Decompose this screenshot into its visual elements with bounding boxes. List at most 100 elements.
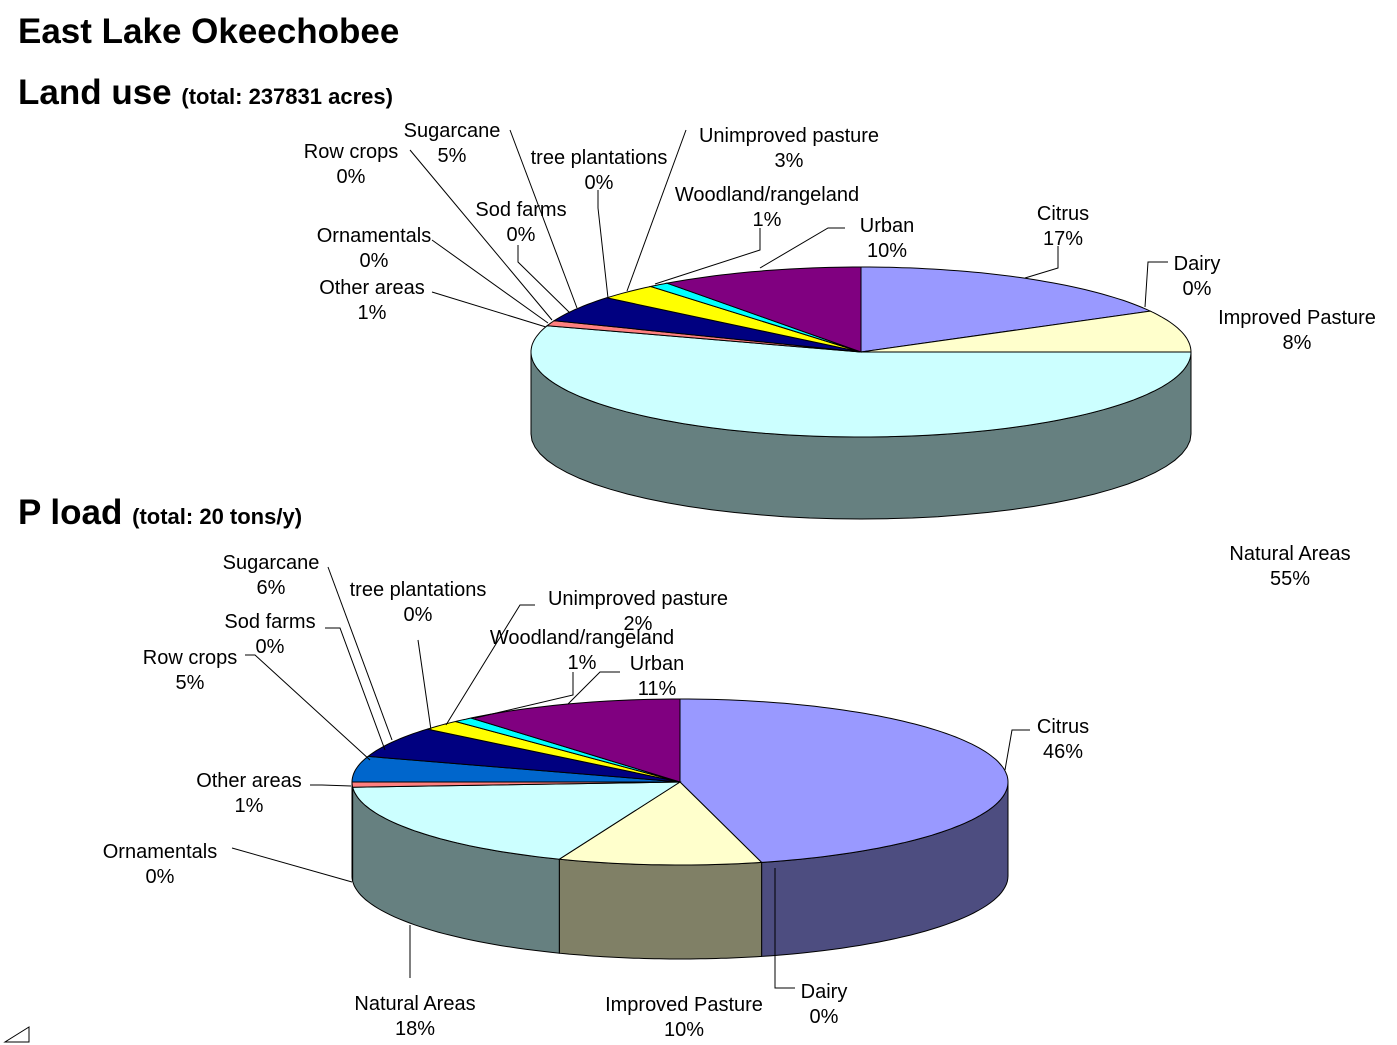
land-use-leader-other-areas bbox=[431, 291, 547, 328]
land-use-label-other-areas: Other areas bbox=[319, 277, 425, 299]
land-use-slice-improved-pasture bbox=[860, 310, 1192, 353]
land-use-pie: Citrus 17% Dairy 0% Improved Pasture 8% Natura… bbox=[304, 120, 1376, 590]
p-load-label-other-areas: Other areas bbox=[196, 770, 302, 792]
p-load-label-sugarcane: Sugarcane bbox=[223, 552, 320, 574]
p-load-label-woodland-rangeland: Woodland/rangeland bbox=[490, 627, 674, 649]
p-load-leader-woodland-rangeland bbox=[474, 672, 574, 719]
land-use-label-improved-pasture: Improved Pasture bbox=[1218, 307, 1376, 329]
p-load-slice-woodland-rangeland bbox=[455, 717, 681, 783]
land-use-leader-unimproved-pasture bbox=[626, 129, 687, 292]
land-use-label-natural-areas: Natural Areas bbox=[1229, 543, 1350, 565]
p-load-pct-urban: 11% bbox=[638, 678, 677, 700]
p-load-label-urban: Urban bbox=[630, 653, 684, 675]
p-load-leader-row-crops bbox=[245, 654, 371, 761]
land-use-label-tree-plantations: tree plantations bbox=[531, 147, 668, 169]
p-load-pct-sod-farms: 0% bbox=[256, 636, 285, 658]
land-use-slice-citrus bbox=[860, 266, 1152, 353]
p-load-slice-sugarcane bbox=[366, 728, 681, 783]
p-load-pct-natural-areas: 18% bbox=[395, 1018, 435, 1040]
p-load-pie: Citrus 46% Dairy 0% Improved Pasture 10% Natur… bbox=[103, 552, 1089, 1041]
p-load-pct-row-crops: 5% bbox=[176, 672, 205, 694]
page-title: East Lake Okeechobee bbox=[18, 12, 400, 51]
p-load-leader-sugarcane bbox=[327, 566, 393, 741]
land-use-pct-urban: 10% bbox=[867, 240, 907, 262]
p-load-leader-urban bbox=[567, 671, 620, 705]
p-load-pct-other-areas: 1% bbox=[235, 795, 264, 817]
land-use-title: Land use bbox=[18, 73, 172, 112]
land-use-leader-urban bbox=[759, 227, 845, 269]
p-load-pct-ornamentals: 0% bbox=[146, 866, 175, 888]
land-use-pct-woodland-rangeland: 1% bbox=[753, 209, 782, 231]
p-load-label-tree-plantations: tree plantations bbox=[350, 579, 487, 601]
p-load-pct-woodland-rangeland: 1% bbox=[568, 652, 597, 674]
p-load-slice-natural-areas bbox=[351, 781, 682, 860]
land-use-pct-dairy: 0% bbox=[1183, 278, 1212, 300]
p-load-leader-citrus bbox=[1004, 729, 1030, 771]
land-use-pct-tree-plantations: 0% bbox=[585, 172, 614, 194]
p-load-slice-unimproved-pasture bbox=[427, 720, 681, 783]
land-use-pct-sod-farms: 0% bbox=[507, 224, 536, 246]
land-use-pct-sugarcane: 5% bbox=[438, 145, 467, 167]
p-load-leader-other-areas bbox=[310, 784, 352, 787]
land-use-label-ornamentals: Ornamentals bbox=[317, 225, 432, 247]
p-load-side-improved-pasture bbox=[558, 858, 763, 960]
land-use-slice-natural-areas bbox=[530, 325, 1192, 438]
p-load-title: P load bbox=[18, 493, 123, 532]
land-use-slice-unimproved-pasture bbox=[606, 285, 862, 353]
p-load-labels: Citrus 46% Dairy 0% Improved Pasture 10% Natur… bbox=[103, 552, 1089, 1041]
p-load-side-other-areas bbox=[351, 782, 354, 882]
p-load-label-row-crops: Row crops bbox=[143, 647, 237, 669]
land-use-leader-sugarcane bbox=[509, 129, 578, 309]
p-load-leader-ornamentals bbox=[231, 847, 353, 883]
p-load-label-dairy: Dairy bbox=[801, 981, 848, 1003]
p-load-pct-citrus: 46% bbox=[1043, 741, 1083, 763]
p-load-pct-dairy: 0% bbox=[810, 1006, 839, 1028]
land-use-label-woodland-rangeland: Woodland/rangeland bbox=[675, 184, 859, 206]
land-use-heading: Land use (total: 237831 acres) bbox=[18, 73, 393, 113]
land-use-slice-sugarcane bbox=[552, 297, 862, 353]
land-use-pct-ornamentals: 0% bbox=[360, 250, 389, 272]
p-load-pct-tree-plantations: 0% bbox=[404, 604, 433, 626]
land-use-label-row-crops: Row crops bbox=[304, 141, 398, 163]
land-use-leader-dairy bbox=[1144, 261, 1168, 308]
p-load-label-ornamentals: Ornamentals bbox=[103, 841, 218, 863]
corner-resize-icon bbox=[3, 1026, 30, 1043]
p-load-leader-sod-farms bbox=[325, 627, 386, 751]
land-use-leader-row-crops bbox=[409, 149, 553, 321]
p-load-label-sod-farms: Sod farms bbox=[224, 611, 315, 633]
land-use-pct-improved-pasture: 8% bbox=[1283, 332, 1312, 354]
land-use-slice-woodland-rangeland bbox=[648, 282, 862, 353]
p-load-pie-slices bbox=[351, 698, 1009, 866]
p-load-slice-improved-pasture bbox=[557, 781, 763, 866]
land-use-pct-unimproved-pasture: 3% bbox=[775, 150, 804, 172]
p-load-label-natural-areas: Natural Areas bbox=[354, 993, 475, 1015]
p-load-pct-unimproved-pasture: 2% bbox=[624, 613, 653, 635]
land-use-pct-citrus: 17% bbox=[1043, 228, 1083, 250]
p-load-pct-improved-pasture: 10% bbox=[664, 1019, 704, 1041]
land-use-label-sugarcane: Sugarcane bbox=[404, 120, 501, 142]
land-use-leader-woodland-rangeland bbox=[654, 228, 761, 285]
land-use-pie-slices bbox=[530, 266, 1192, 438]
land-use-leader-tree-plantations bbox=[597, 190, 609, 299]
land-use-label-unimproved-pasture: Unimproved pasture bbox=[699, 125, 879, 147]
p-load-leader-unimproved-pasture bbox=[445, 604, 535, 726]
land-use-label-citrus: Citrus bbox=[1037, 203, 1089, 225]
p-load-leader-dairy bbox=[774, 868, 795, 989]
land-use-leader-citrus bbox=[1024, 246, 1059, 279]
p-load-pct-sugarcane: 6% bbox=[257, 577, 286, 599]
land-use-leader-ornamentals bbox=[431, 239, 549, 324]
land-use-total: (total: 237831 acres) bbox=[181, 84, 393, 109]
land-use-pct-natural-areas: 55% bbox=[1270, 568, 1310, 590]
p-load-label-improved-pasture: Improved Pasture bbox=[605, 994, 763, 1016]
p-load-label-unimproved-pasture: Unimproved pasture bbox=[548, 588, 728, 610]
land-use-slice-urban bbox=[665, 266, 862, 353]
p-load-total: (total: 20 tons/y) bbox=[132, 504, 303, 529]
p-load-heading: P load (total: 20 tons/y) bbox=[18, 493, 302, 533]
p-load-label-citrus: Citrus bbox=[1037, 716, 1089, 738]
land-use-pct-row-crops: 0% bbox=[337, 166, 366, 188]
land-use-label-sod-farms: Sod farms bbox=[475, 199, 566, 221]
land-use-pct-other-areas: 1% bbox=[358, 302, 387, 324]
land-use-label-dairy: Dairy bbox=[1174, 253, 1221, 275]
land-use-label-urban: Urban bbox=[860, 215, 914, 237]
